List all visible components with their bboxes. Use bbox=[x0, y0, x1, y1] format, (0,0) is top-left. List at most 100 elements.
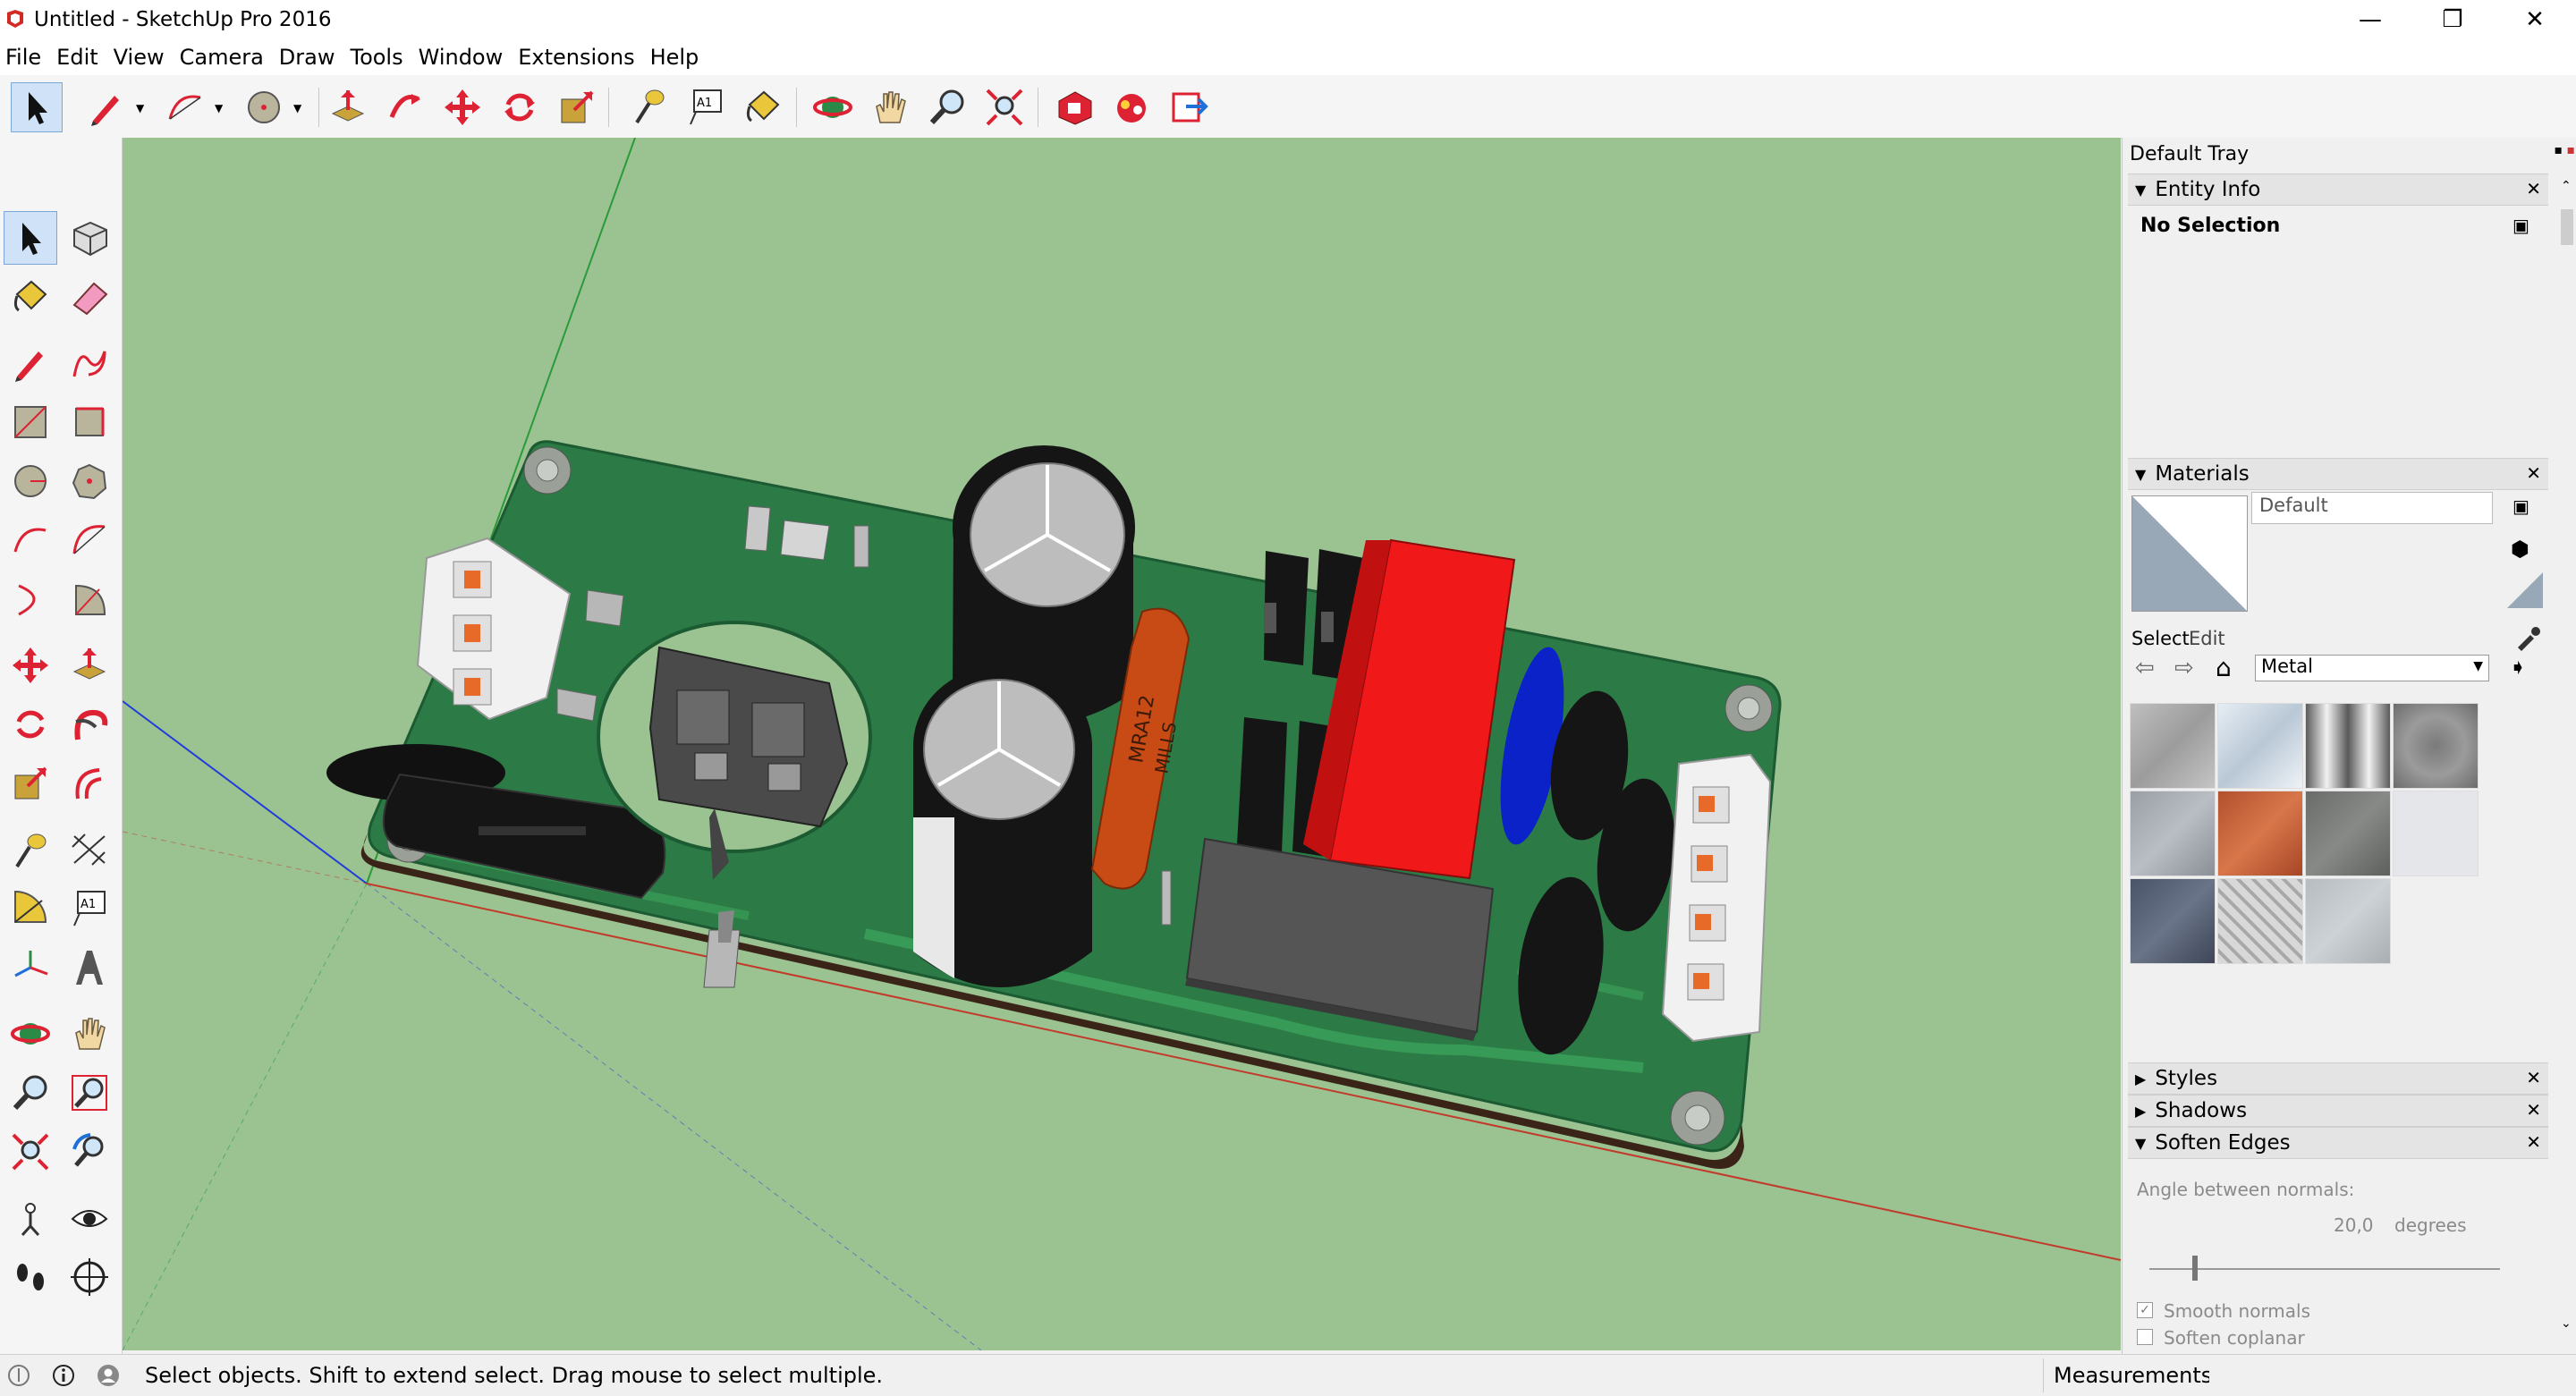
rotate-tool-button[interactable] bbox=[494, 82, 546, 132]
default-material-icon[interactable] bbox=[2507, 572, 2543, 608]
close-icon[interactable]: ✕ bbox=[2526, 1099, 2541, 1121]
push-pull-button[interactable] bbox=[322, 82, 374, 132]
material-swatch[interactable] bbox=[2393, 791, 2479, 876]
material-swatch[interactable] bbox=[2217, 703, 2303, 789]
pin-icon[interactable]: ▪ bbox=[2554, 143, 2563, 157]
tab-edit[interactable]: Edit bbox=[2189, 628, 2225, 649]
three-point-arc-button[interactable] bbox=[4, 572, 57, 626]
close-icon[interactable]: ✕ bbox=[2526, 178, 2541, 199]
make-component-button[interactable] bbox=[63, 211, 116, 265]
look-around-button[interactable] bbox=[63, 1191, 116, 1245]
orbit-button[interactable] bbox=[807, 82, 859, 132]
move-tool-button[interactable] bbox=[4, 639, 57, 692]
zoom-extents-button[interactable] bbox=[4, 1125, 57, 1179]
panel-soften-edges[interactable]: ▼ Soften Edges ✕ bbox=[2128, 1127, 2548, 1159]
zoom-button[interactable] bbox=[921, 82, 973, 132]
soften-coplanar-checkbox[interactable] bbox=[2137, 1329, 2153, 1345]
text-tool-button[interactable]: A1 bbox=[63, 882, 116, 935]
material-swatch[interactable] bbox=[2305, 703, 2391, 789]
zoom-extents-button[interactable] bbox=[979, 82, 1030, 132]
position-camera-button[interactable] bbox=[4, 1191, 57, 1245]
tray-close-icon[interactable]: ▪ bbox=[2566, 143, 2576, 157]
menu-window[interactable]: Window bbox=[418, 45, 504, 70]
rotated-rectangle-button[interactable] bbox=[63, 395, 116, 449]
pan-button[interactable] bbox=[864, 82, 916, 132]
info-icon[interactable] bbox=[50, 1362, 77, 1389]
axes-button[interactable] bbox=[4, 941, 57, 994]
material-collection-select[interactable]: Metal ▼ bbox=[2255, 655, 2489, 681]
material-swatch[interactable] bbox=[2130, 878, 2216, 964]
material-swatch[interactable] bbox=[2130, 703, 2216, 789]
previous-view-button[interactable] bbox=[63, 1125, 116, 1179]
geolocation-icon[interactable] bbox=[5, 1362, 32, 1389]
menu-help[interactable]: Help bbox=[649, 45, 699, 70]
chevron-up-icon[interactable]: ⌃ bbox=[2561, 179, 2572, 193]
panel-shadows[interactable]: ▶ Shadows ✕ bbox=[2128, 1095, 2548, 1127]
pie-button[interactable] bbox=[63, 572, 116, 626]
select-tool-button[interactable] bbox=[4, 211, 57, 265]
walk-button[interactable] bbox=[4, 1250, 57, 1304]
circle-button[interactable] bbox=[4, 454, 57, 508]
panel-materials[interactable]: ▼ Materials ✕ bbox=[2128, 458, 2548, 490]
rectangle-button[interactable] bbox=[4, 395, 57, 449]
line-tool-button[interactable] bbox=[80, 82, 132, 132]
tray-scrollbar[interactable]: ⌃ ⌄ bbox=[2557, 173, 2576, 1336]
zoom-window-button[interactable] bbox=[63, 1066, 116, 1120]
freehand-button[interactable] bbox=[63, 336, 116, 390]
chevron-down-icon[interactable]: ▼ bbox=[215, 102, 224, 114]
minimize-button[interactable]: — bbox=[2359, 6, 2382, 33]
3d-warehouse-button[interactable] bbox=[1048, 82, 1100, 132]
panel-styles[interactable]: ▶ Styles ✕ bbox=[2128, 1062, 2548, 1095]
eraser-button[interactable] bbox=[63, 270, 116, 324]
material-swatch[interactable] bbox=[2217, 878, 2303, 964]
material-swatch[interactable] bbox=[2305, 878, 2391, 964]
line-tool-button[interactable] bbox=[4, 336, 57, 390]
cube-icon[interactable]: ⬢ bbox=[2511, 537, 2529, 562]
extension-warehouse-button[interactable] bbox=[1106, 82, 1157, 132]
menu-file[interactable]: File bbox=[5, 45, 42, 70]
eyedropper-icon[interactable] bbox=[2514, 624, 2541, 651]
select-tool-button[interactable] bbox=[11, 82, 63, 132]
circle-tool-button[interactable] bbox=[238, 82, 290, 132]
orbit-button[interactable] bbox=[4, 1007, 57, 1061]
close-icon[interactable]: ✕ bbox=[2526, 1131, 2541, 1153]
dimension-button[interactable] bbox=[63, 823, 116, 876]
paint-bucket-button[interactable] bbox=[4, 270, 57, 324]
protractor-button[interactable] bbox=[4, 882, 57, 935]
3d-text-button[interactable] bbox=[63, 941, 116, 994]
smooth-normals-checkbox[interactable]: ✓ bbox=[2137, 1302, 2153, 1318]
polygon-button[interactable] bbox=[63, 454, 116, 508]
material-swatch[interactable] bbox=[2130, 791, 2216, 876]
tape-measure-button[interactable] bbox=[623, 82, 674, 132]
create-material-icon[interactable]: ▣ bbox=[2512, 495, 2529, 517]
rotate-tool-button[interactable] bbox=[4, 698, 57, 751]
menu-draw[interactable]: Draw bbox=[278, 45, 335, 70]
user-account-icon[interactable] bbox=[95, 1362, 122, 1389]
panel-entity-info[interactable]: ▼ Entity Info ✕ bbox=[2128, 173, 2548, 206]
model-viewport[interactable]: MRA12 MILLS bbox=[123, 138, 2121, 1350]
menu-edit[interactable]: Edit bbox=[56, 45, 98, 70]
forward-arrow-icon[interactable]: ⇨ bbox=[2174, 655, 2194, 681]
section-plane-button[interactable] bbox=[63, 1250, 116, 1304]
chevron-down-icon[interactable]: ⌄ bbox=[2561, 1316, 2572, 1331]
chevron-down-icon[interactable]: ▼ bbox=[293, 102, 302, 114]
scale-tool-button[interactable] bbox=[551, 82, 603, 132]
menu-view[interactable]: View bbox=[113, 45, 165, 70]
angle-slider-thumb[interactable] bbox=[2192, 1256, 2198, 1281]
send-to-layout-button[interactable] bbox=[1163, 82, 1215, 132]
close-icon[interactable]: ✕ bbox=[2526, 462, 2541, 484]
paint-bucket-button[interactable] bbox=[737, 82, 789, 132]
angle-slider-track[interactable] bbox=[2149, 1268, 2500, 1270]
arc-tool-button[interactable] bbox=[159, 82, 211, 132]
scale-tool-button[interactable] bbox=[4, 757, 57, 810]
menu-camera[interactable]: Camera bbox=[179, 45, 264, 70]
move-tool-button[interactable] bbox=[436, 82, 488, 132]
back-arrow-icon[interactable]: ⇦ bbox=[2135, 655, 2155, 681]
pan-button[interactable] bbox=[63, 1007, 116, 1061]
home-icon[interactable]: ⌂ bbox=[2216, 653, 2232, 682]
details-icon[interactable]: ▣ bbox=[2512, 215, 2529, 236]
material-swatch[interactable] bbox=[2305, 791, 2391, 876]
menu-extensions[interactable]: Extensions bbox=[518, 45, 635, 70]
restore-button[interactable]: ❐ bbox=[2442, 6, 2463, 33]
tape-measure-button[interactable] bbox=[4, 823, 57, 876]
